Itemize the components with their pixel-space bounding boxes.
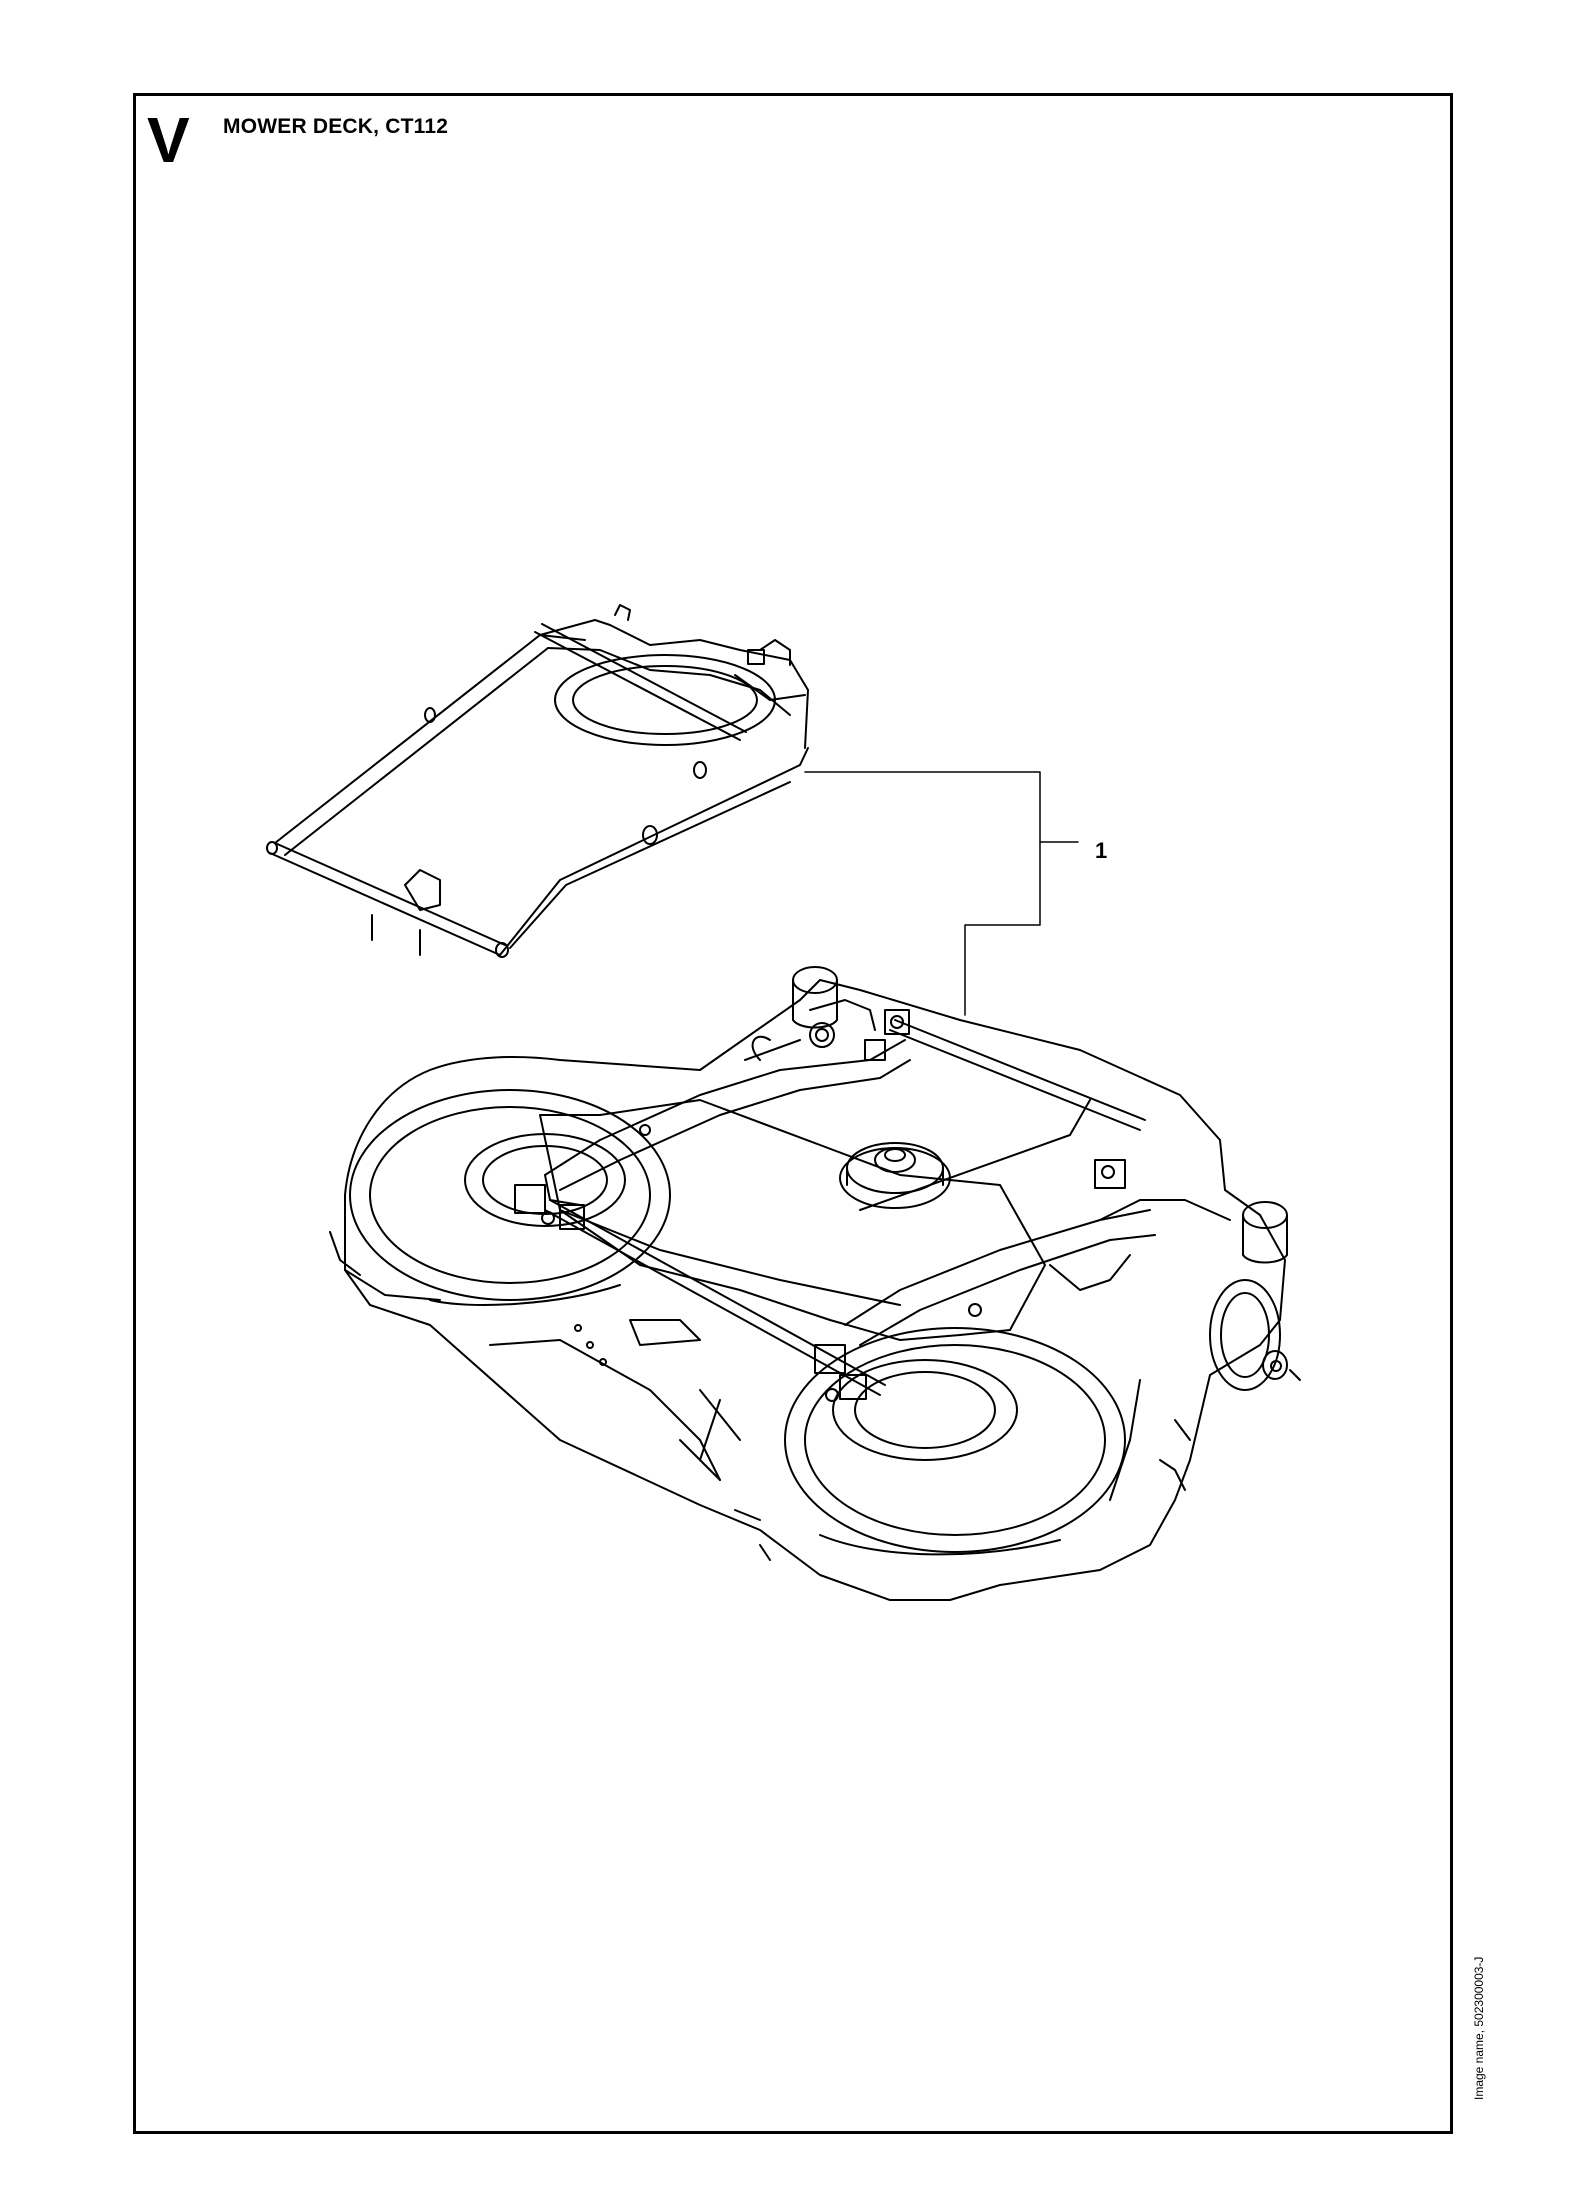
page-frame	[133, 93, 1453, 2134]
image-name-caption: Image name, 502300003-J	[1472, 1956, 1486, 2100]
callout-leader	[804, 771, 1079, 1016]
mower-deck	[329, 966, 1301, 1601]
lift-frame	[266, 604, 809, 958]
page-title: MOWER DECK, CT112	[223, 115, 449, 138]
callout-1: 1	[1095, 838, 1108, 863]
section-letter: V	[147, 104, 190, 176]
